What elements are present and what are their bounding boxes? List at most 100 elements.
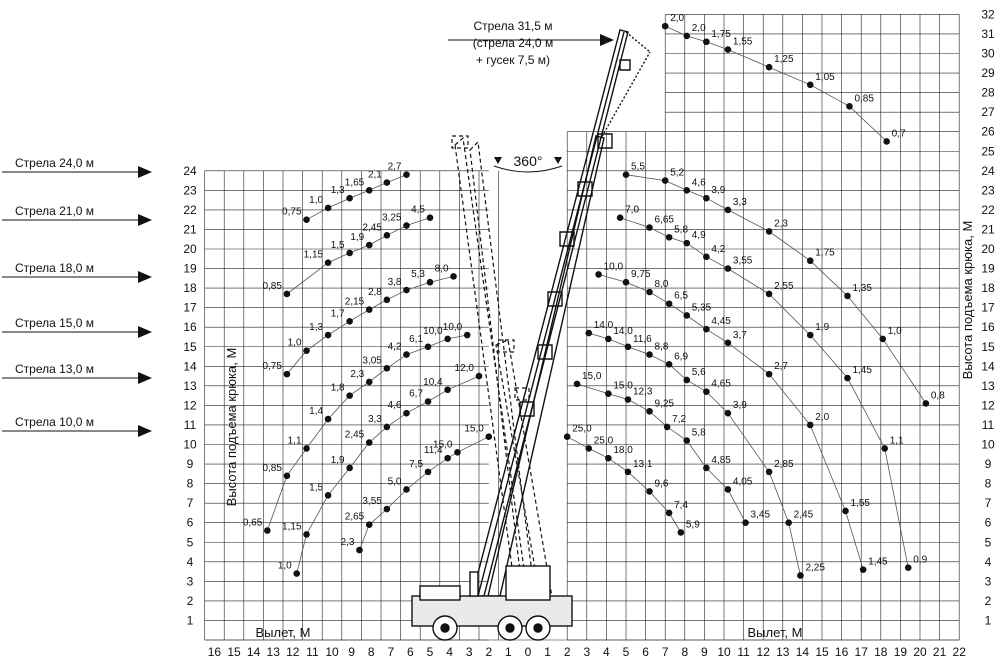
load-point — [403, 409, 410, 417]
load-label: 1,3 — [309, 322, 323, 333]
boom-label-31-5: Стрела 31,5 м (стрела 24,0 м + гусек 7,5… — [448, 19, 614, 67]
load-curve — [665, 25, 887, 142]
x-axis-title-left: Вылет, М — [256, 625, 311, 640]
x-tick-label: 6 — [407, 645, 414, 659]
y-tick-label-right: 25 — [981, 144, 995, 158]
load-label: 5,9 — [686, 519, 700, 530]
load-point — [426, 278, 434, 286]
load-label: 1,65 — [345, 177, 365, 188]
load-point — [383, 296, 391, 304]
load-point — [454, 449, 461, 456]
y-tick-label-left: 11 — [184, 418, 197, 432]
x-tick-label: 10 — [717, 645, 731, 659]
load-point — [595, 271, 602, 278]
load-label: 1,75 — [815, 248, 835, 259]
y-tick-label-left: 12 — [183, 398, 197, 412]
load-curve — [296, 375, 480, 574]
boom-labels: Стрела 31,5 м (стрела 24,0 м + гусек 7,5… — [2, 19, 614, 437]
load-point — [403, 351, 410, 358]
load-label: 2,65 — [345, 512, 365, 523]
load-label: 2,8 — [368, 287, 382, 298]
load-label: 2,0 — [670, 13, 684, 24]
x-tick-label: 15 — [815, 645, 829, 659]
y-tick-label-right: 9 — [985, 457, 992, 471]
load-point — [303, 445, 310, 452]
load-label: 1,0 — [888, 326, 902, 337]
load-label: 1,45 — [868, 557, 888, 568]
x-tick-label: 20 — [913, 645, 927, 659]
load-label: 9,6 — [655, 478, 669, 489]
load-point — [365, 378, 373, 386]
load-point — [646, 288, 653, 296]
x-tick-label: 13 — [776, 645, 790, 659]
y-tick-label-left: 22 — [183, 203, 197, 217]
boom-label-line: Стрела 18,0 м — [15, 261, 94, 275]
boom-label-18: Стрела 18,0 м — [2, 261, 152, 283]
load-point — [683, 437, 691, 444]
load-point — [765, 63, 773, 71]
load-label: 2,25 — [805, 562, 825, 573]
x-axis-title-right: Вылет, М — [748, 625, 803, 640]
y-tick-label-right: 21 — [981, 222, 995, 236]
load-point — [365, 306, 373, 313]
y-tick-label-right: 31 — [981, 27, 995, 41]
y-tick-label-left: 20 — [183, 242, 197, 256]
rotation-arc-icon — [493, 165, 563, 173]
load-label: 15,0 — [613, 381, 633, 392]
load-point — [450, 273, 457, 280]
load-label: 8,0 — [435, 263, 449, 274]
load-point — [624, 343, 632, 351]
load-point — [485, 433, 493, 440]
chart-grid — [204, 14, 960, 641]
load-point — [661, 177, 669, 184]
load-label: 2,85 — [774, 459, 794, 470]
y-tick-label-left: 14 — [183, 359, 197, 373]
y-tick-label-right: 1 — [985, 613, 992, 627]
y-tick-label-left: 4 — [187, 555, 194, 569]
load-label: 2,3 — [350, 369, 364, 380]
load-point — [703, 194, 710, 202]
load-point — [383, 232, 391, 239]
load-point — [605, 335, 612, 343]
load-point — [283, 472, 291, 480]
load-label: 9,25 — [655, 398, 675, 409]
boom-label-line: Стрела 24,0 м — [15, 156, 94, 170]
load-label: 0,9 — [913, 555, 927, 566]
y-tick-label-right: 32 — [981, 7, 995, 21]
x-tick-label: 3 — [583, 645, 590, 659]
y-tick-label-left: 13 — [183, 379, 197, 393]
load-label: 5,5 — [631, 162, 645, 173]
x-tick-label: 9 — [701, 645, 708, 659]
load-label: 0,85 — [854, 93, 874, 104]
boom-label-line: Стрела 10,0 м — [15, 415, 94, 429]
load-curve — [625, 174, 927, 404]
load-label: 0,85 — [262, 281, 282, 292]
load-point — [797, 572, 804, 579]
boom-label-10: Стрела 10,0 м — [2, 415, 152, 437]
load-point — [424, 468, 432, 476]
y-tick-label-left: 5 — [187, 535, 194, 549]
load-point — [646, 224, 653, 231]
load-label: 0,8 — [931, 390, 945, 401]
arrow-right-icon — [138, 372, 152, 384]
load-label: 5,8 — [692, 428, 706, 439]
load-label: 15,0 — [433, 439, 453, 450]
load-label: 8,0 — [655, 279, 669, 290]
load-point — [765, 228, 773, 235]
y-tick-label-right: 17 — [981, 301, 995, 315]
load-point — [365, 241, 373, 249]
load-point — [403, 222, 410, 229]
load-label: 2,45 — [362, 222, 382, 233]
load-point — [573, 380, 581, 388]
load-point — [703, 253, 710, 261]
y-tick-label-right: 4 — [985, 555, 992, 569]
load-point — [303, 216, 310, 223]
load-point — [346, 392, 353, 399]
load-label: 2,7 — [388, 162, 402, 173]
load-point — [424, 343, 432, 351]
load-label: 0,85 — [262, 463, 282, 474]
load-point — [585, 445, 593, 452]
x-tick-label: 15 — [227, 645, 241, 659]
load-label: 1,4 — [309, 406, 323, 417]
